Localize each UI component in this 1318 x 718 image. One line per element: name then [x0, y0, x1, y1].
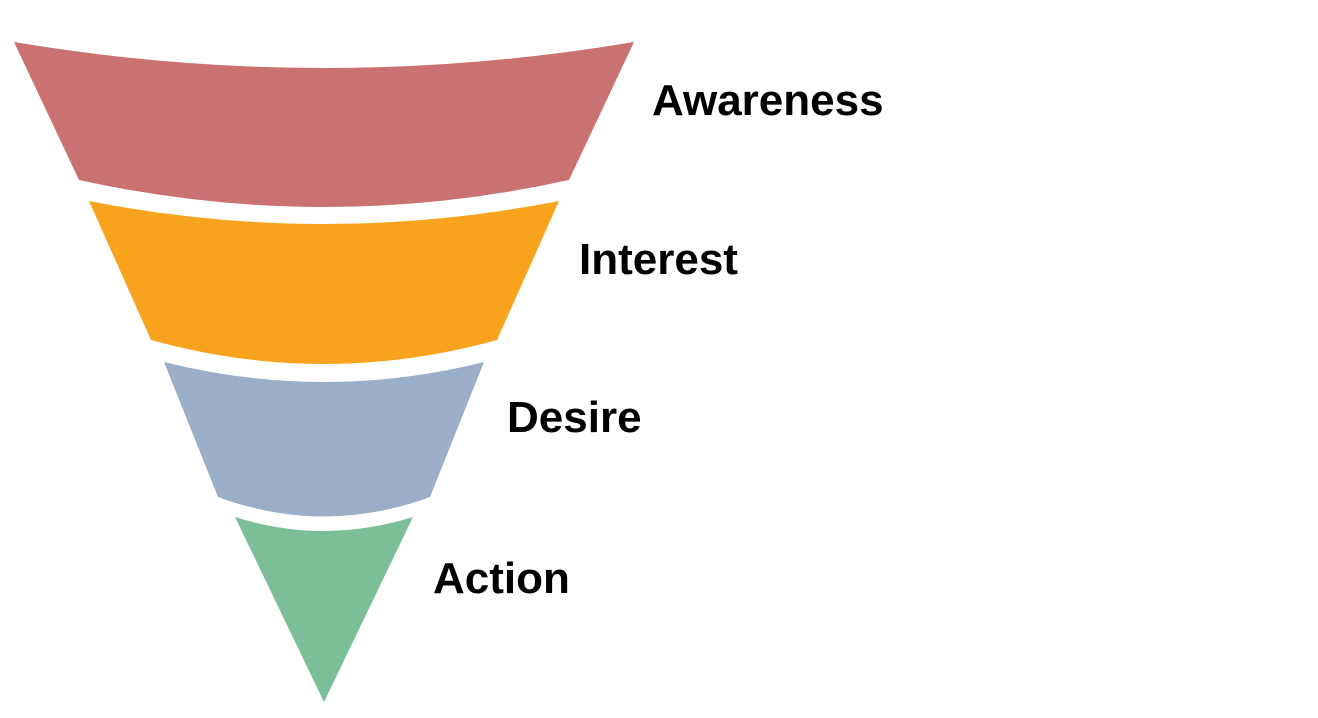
stage-label-interest: Interest [579, 235, 738, 284]
stage-label-action: Action [433, 554, 570, 603]
funnel-band-desire [164, 362, 484, 517]
funnel-bands [14, 42, 634, 702]
funnel-band-action [235, 517, 413, 702]
funnel-band-awareness [14, 42, 634, 207]
stage-label-awareness: Awareness [652, 76, 884, 125]
funnel-labels: Awareness Interest Desire Action [433, 76, 884, 603]
stage-label-desire: Desire [507, 393, 642, 442]
funnel-band-interest [89, 201, 559, 364]
